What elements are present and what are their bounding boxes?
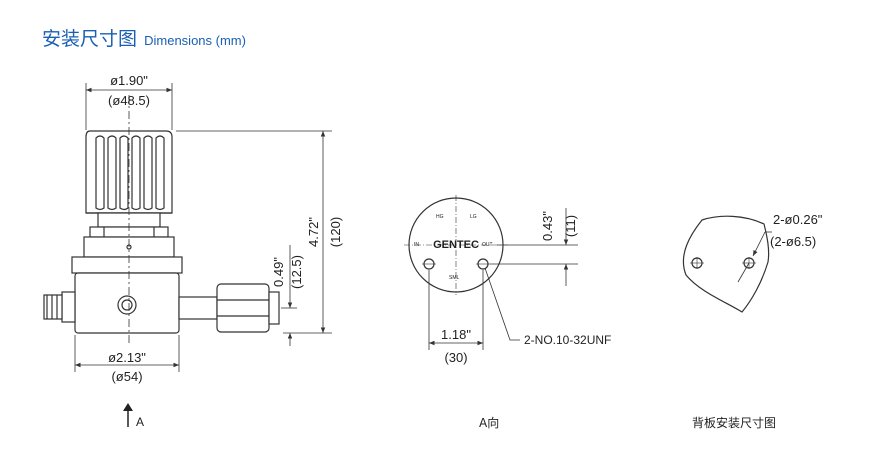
side-view bbox=[43, 83, 332, 372]
brand-logo: GENTEC bbox=[433, 239, 479, 251]
port-height-mm: (12.5) bbox=[289, 255, 304, 289]
port-out-label: OUT bbox=[482, 242, 493, 248]
port-hg-label: HG bbox=[436, 214, 444, 220]
panel-view-caption: 背板安装尺寸图 bbox=[692, 416, 777, 430]
title-english: Dimensions (mm) bbox=[144, 33, 246, 48]
spacing-mm: (30) bbox=[444, 350, 467, 365]
bottom-dia-in: ø2.13" bbox=[108, 350, 146, 365]
outlet-fitting bbox=[178, 283, 280, 333]
title-chinese: 安装尺寸图 bbox=[42, 28, 138, 50]
front-view-caption: A向 bbox=[479, 416, 500, 430]
view-arrow-label: A bbox=[136, 415, 144, 429]
hole-dia-mm: (2-ø6.5) bbox=[770, 234, 816, 249]
top-dia-in: ø1.90" bbox=[110, 73, 148, 88]
view-arrow-icon bbox=[123, 403, 133, 427]
height-mm: (120) bbox=[328, 217, 343, 247]
top-dia-mm: (ø48.5) bbox=[108, 93, 150, 108]
panel-view bbox=[682, 215, 772, 313]
port-in-label: IN bbox=[414, 242, 419, 248]
hole-dia-in: 2-ø0.26" bbox=[773, 212, 823, 227]
port-sml-label: SML bbox=[449, 275, 460, 281]
offset-in: 0.43" bbox=[540, 211, 555, 241]
port-lg-label: LG bbox=[470, 214, 477, 220]
height-in: 4.72" bbox=[306, 217, 321, 247]
inlet-fitting bbox=[43, 291, 76, 323]
port-height-in: 0.49" bbox=[271, 257, 286, 287]
bottom-dia-mm: (ø54) bbox=[111, 369, 142, 384]
regulator-body bbox=[71, 256, 183, 334]
offset-mm: (11) bbox=[563, 215, 578, 237]
front-view bbox=[404, 195, 578, 350]
thread-note: 2-NO.10-32UNF bbox=[524, 333, 611, 347]
spacing-in: 1.18" bbox=[441, 327, 471, 342]
page-title: 安装尺寸图 Dimensions (mm) bbox=[42, 24, 246, 51]
